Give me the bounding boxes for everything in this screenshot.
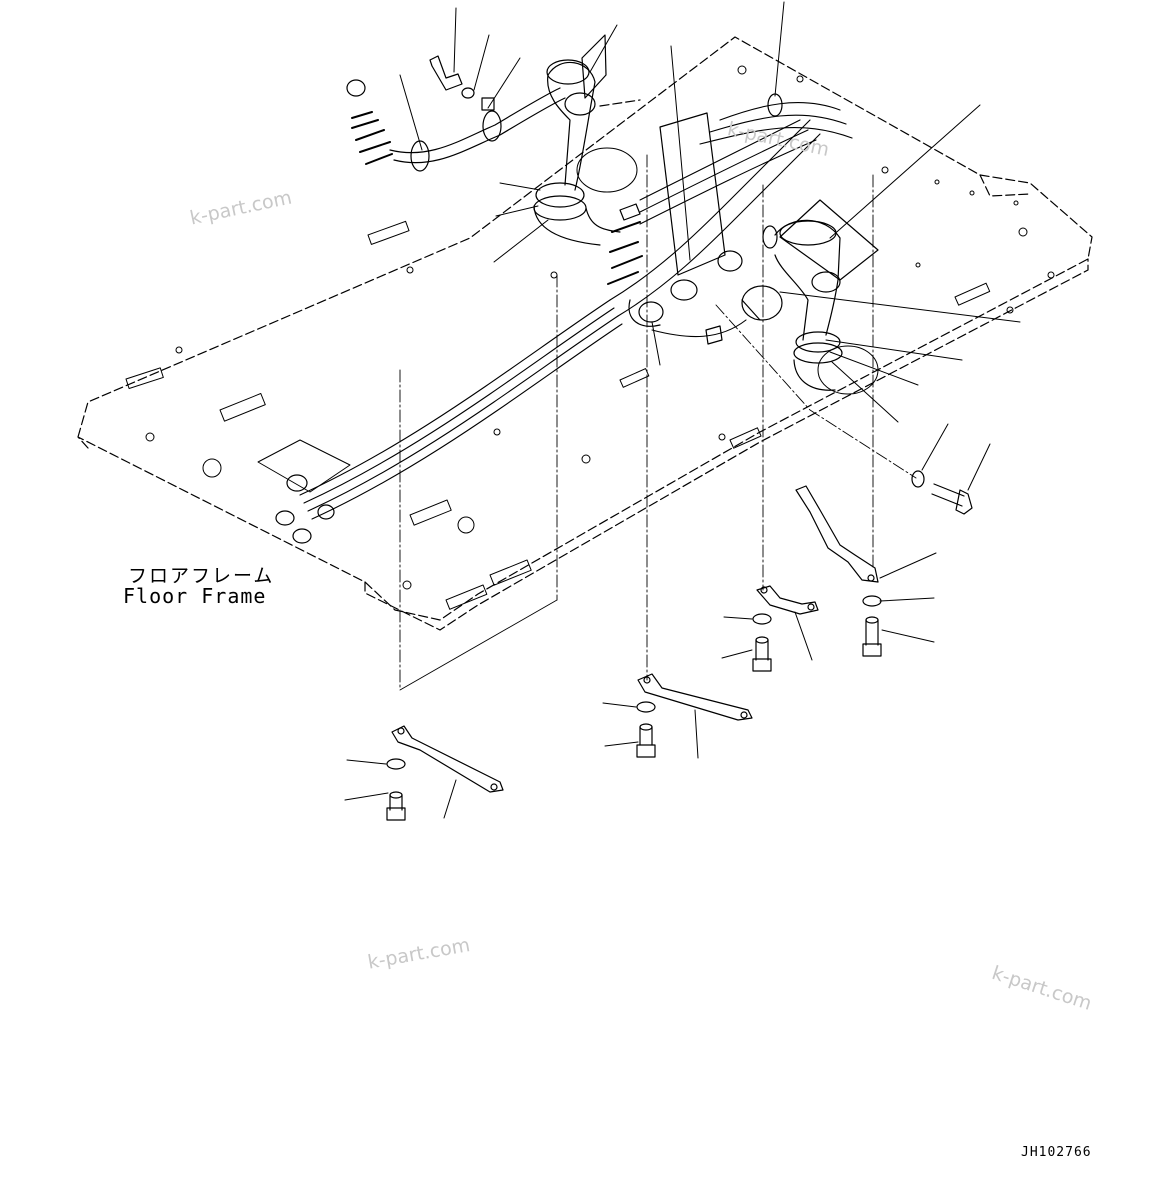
leader-lines xyxy=(344,1,1021,819)
bracket-assembly-2 xyxy=(636,673,753,758)
center-clamps xyxy=(628,93,783,327)
bracket-assembly-1 xyxy=(386,725,504,821)
frame-holes xyxy=(125,65,1055,610)
left-hose-assembly xyxy=(389,87,566,172)
reference-links xyxy=(399,599,558,691)
tag-plates xyxy=(581,34,879,281)
floor-frame-label-en: Floor Frame xyxy=(123,584,267,608)
loose-bolts xyxy=(429,55,973,515)
floor-frame-outline xyxy=(77,36,1093,631)
bracket-assembly-4 xyxy=(795,485,882,657)
drawing-code: JH102766 xyxy=(1021,1145,1092,1160)
left-elbow-pipe xyxy=(533,59,621,246)
reference-lines xyxy=(399,154,917,691)
bracket-assembly-3 xyxy=(752,585,819,672)
hose-bundle xyxy=(299,102,853,520)
hose-fittings xyxy=(275,79,723,544)
floor-frame-label-jp: フロアフレーム xyxy=(128,565,275,587)
